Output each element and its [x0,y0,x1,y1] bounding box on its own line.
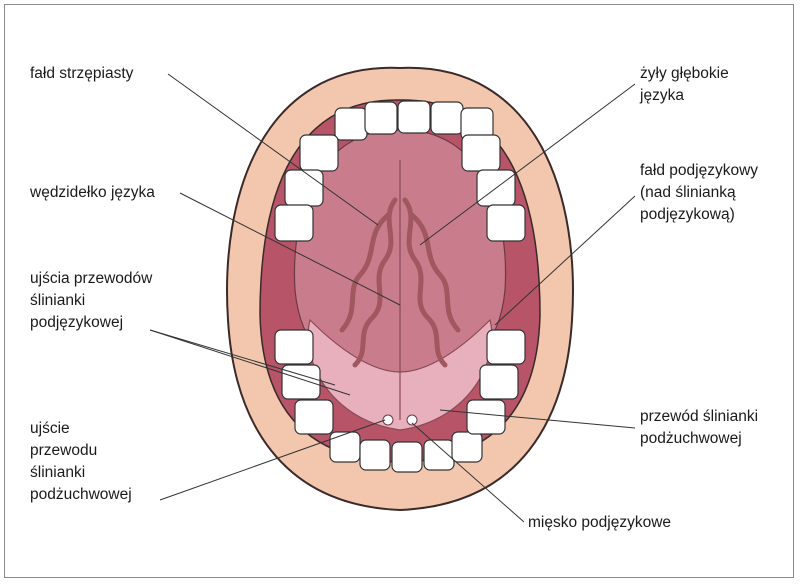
leader-fald-strzepiasty [167,73,379,226]
label-fald-strzepiasty: fałd strzępiasty [30,65,134,82]
leader-zyly [419,83,636,246]
leader-wedzidelko [179,192,401,306]
lower-right-molar-1 [479,364,519,400]
lower-teeth [274,329,526,473]
caruncle-right [406,414,418,426]
leader-ujscia-1 [149,329,336,386]
upper-left-molar-1 [284,169,324,207]
upper-right-molar-0 [461,134,501,172]
upper-incisor-3 [430,101,464,135]
lower-left-molar-2 [294,399,334,435]
leader-lines [149,73,636,523]
lower-incisor-0 [329,431,361,463]
label-miesko: mięsko podjęzykowe [528,514,672,531]
lower-incisor-4 [451,431,483,463]
vein-right-2 [409,212,461,333]
lower-incisor-1 [359,439,391,471]
upper-incisor-2 [397,100,431,134]
leader-fald-podjezykowy [494,195,636,326]
upper-incisor-0 [334,107,368,141]
label-wedzidelko: wędzidełko języka [30,184,155,201]
upper-left-molar-2 [274,204,314,242]
leader-ujscia-2 [149,329,351,396]
leader-przewod [439,409,636,429]
upper-incisor-1 [364,101,398,135]
lower-right-molar-0 [486,329,526,365]
lower-left-molar-0 [274,329,314,365]
leader-miesko [411,422,525,523]
lower-right-molar-2 [466,399,506,435]
vein-right [402,197,448,368]
lower-incisor-3 [423,439,455,471]
upper-left-molar-0 [299,134,339,172]
upper-right-molar-2 [486,204,526,242]
vein-left-2 [339,212,391,333]
caruncle-left [382,414,394,426]
upper-teeth [274,100,526,242]
lower-left-molar-1 [281,364,321,400]
lower-incisor-2 [391,441,423,473]
vein-left [352,197,398,368]
leader-ujscie [159,419,386,501]
